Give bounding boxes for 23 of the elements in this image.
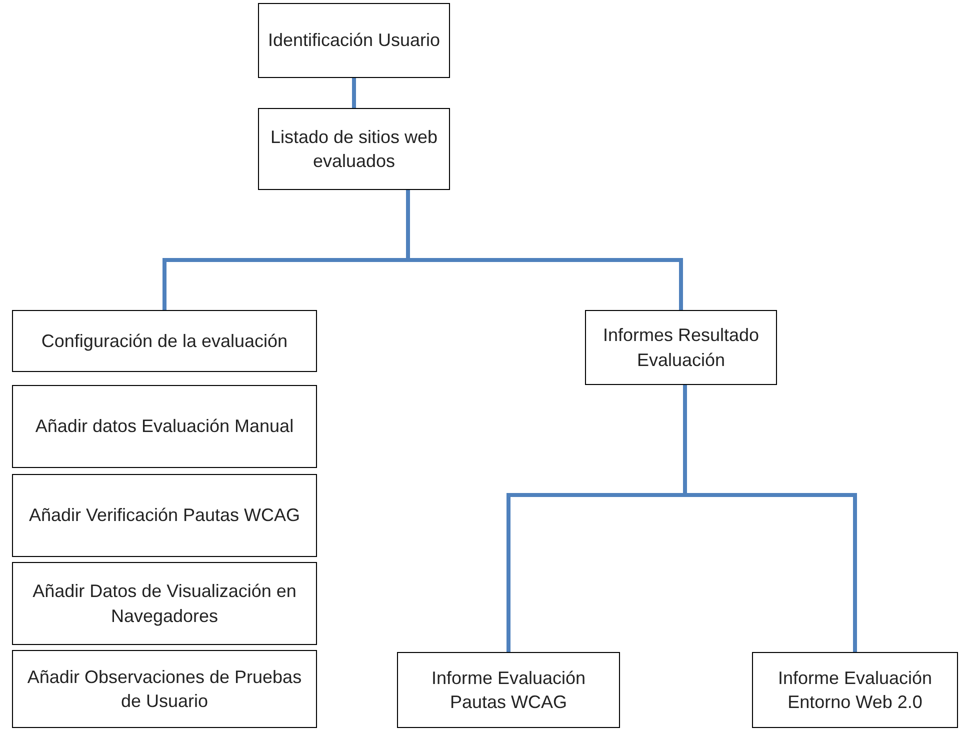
process-box bbox=[12, 310, 317, 372]
connector-line bbox=[683, 385, 857, 652]
process-box bbox=[12, 474, 317, 557]
process-box bbox=[12, 562, 317, 645]
box-label: Informes Resultado Evaluación bbox=[602, 324, 760, 372]
box-label: Configuración de la evaluación bbox=[41, 330, 288, 353]
box-label: Añadir Verificación Pautas WCAG bbox=[28, 504, 300, 528]
connector-line bbox=[406, 190, 683, 310]
process-box bbox=[258, 108, 450, 190]
process-box bbox=[12, 385, 317, 468]
process-box bbox=[258, 3, 450, 78]
box-label: Informe Evaluación Entorno Web 2.0 bbox=[776, 666, 934, 714]
box-label: Identificación Usuario bbox=[268, 29, 440, 52]
box-label: Añadir Datos de Visualización en Navegadores bbox=[32, 580, 298, 628]
process-box bbox=[397, 652, 620, 728]
process-box bbox=[12, 650, 317, 728]
process-box bbox=[585, 310, 777, 385]
connector-line bbox=[352, 78, 356, 108]
box-label: Informe Evaluación Pautas WCAG bbox=[430, 666, 587, 714]
box-label: Listado de sitios web evaluados bbox=[269, 126, 439, 173]
box-label: Añadir Observaciones de Pruebas de Usuario bbox=[26, 666, 303, 713]
process-box bbox=[752, 652, 958, 728]
box-label: Añadir datos Evaluación Manual bbox=[35, 415, 294, 438]
